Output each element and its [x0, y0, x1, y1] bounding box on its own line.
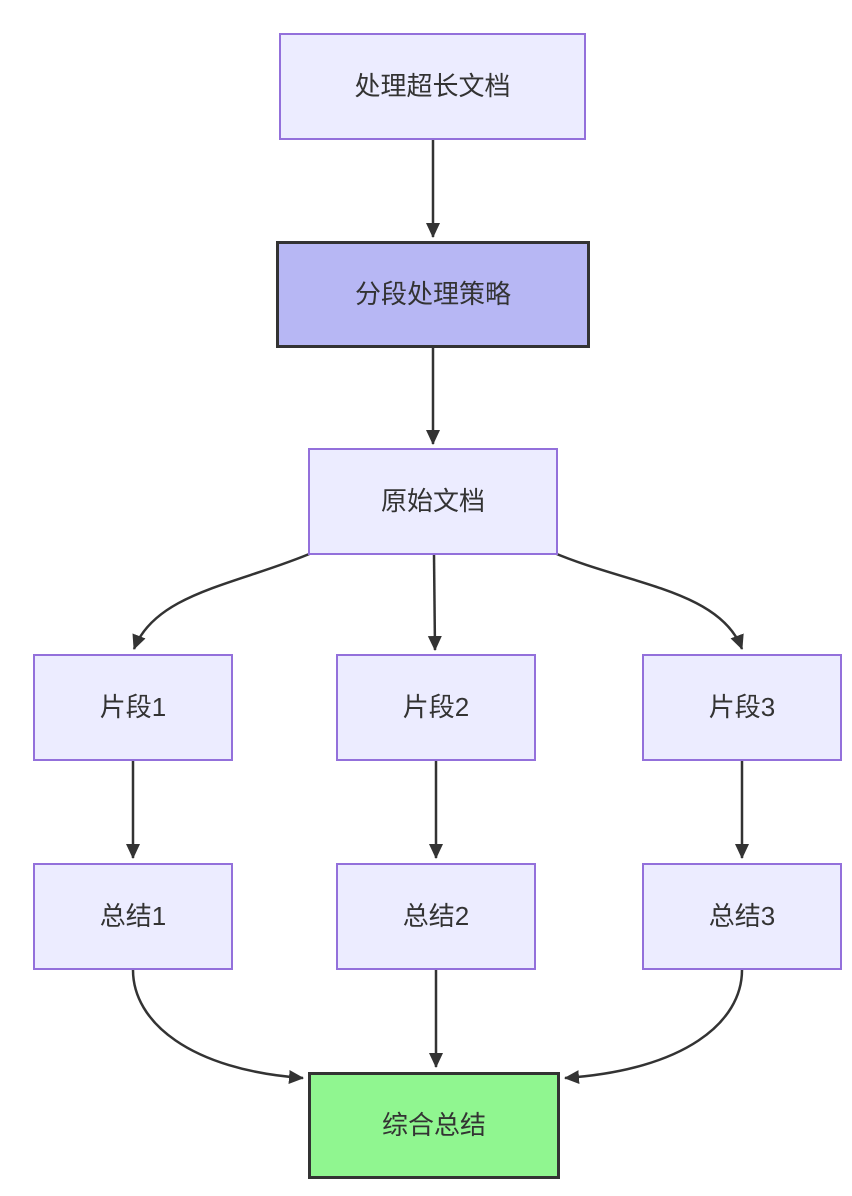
node-segmented-processing-strategy: 分段处理策略 — [276, 241, 590, 348]
node-label: 片段2 — [402, 691, 470, 722]
node-label: 片段1 — [99, 691, 167, 722]
node-fragment-2: 片段2 — [336, 654, 536, 761]
node-summary-1: 总结1 — [33, 863, 233, 970]
node-label: 分段处理策略 — [354, 278, 511, 309]
node-label: 总结3 — [708, 900, 776, 931]
node-comprehensive-summary: 综合总结 — [308, 1072, 560, 1179]
node-label: 原始文档 — [380, 485, 485, 516]
node-process-long-document: 处理超长文档 — [279, 33, 586, 140]
node-label: 处理超长文档 — [354, 70, 511, 101]
edge-C-D2 — [427, 554, 442, 651]
node-original-document: 原始文档 — [308, 448, 558, 555]
edge-C-D3 — [551, 550, 744, 650]
edge-S3-F — [564, 969, 744, 1085]
node-label: 综合总结 — [381, 1109, 486, 1140]
node-label: 总结1 — [99, 900, 167, 931]
node-fragment-1: 片段1 — [33, 654, 233, 761]
node-label: 总结2 — [402, 900, 470, 931]
edge-C-D1 — [132, 550, 315, 650]
node-fragment-3: 片段3 — [642, 654, 842, 761]
node-label: 片段3 — [708, 691, 776, 722]
node-summary-3: 总结3 — [642, 863, 842, 970]
edge-S1-F — [131, 969, 304, 1084]
node-summary-2: 总结2 — [336, 863, 536, 970]
